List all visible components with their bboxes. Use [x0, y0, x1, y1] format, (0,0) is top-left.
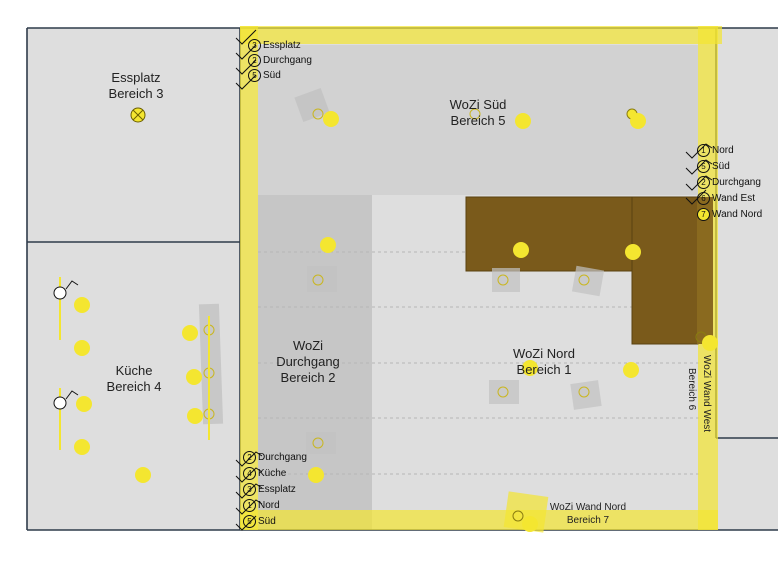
room-area: Bereich 4: [106, 379, 162, 394]
room-area-wozi-wand-west: Bereich 6: [686, 368, 697, 411]
switch-text: Essplatz: [258, 484, 296, 496]
switch-text: Nord: [712, 145, 734, 157]
room-name-line2: Durchgang: [276, 354, 340, 369]
room-label-wozi-durchgang: WoZi Durchgang Bereich 2: [260, 338, 356, 386]
room-name: WoZi Wand Nord: [549, 502, 627, 513]
room-label-wozi-nord: WoZi Nord Bereich 1: [496, 346, 592, 378]
room-label-essplatz: Essplatz Bereich 3: [88, 70, 184, 102]
spot-light-icon: [198, 303, 224, 425]
spot-light-icon: [512, 510, 524, 522]
switch-number: 1: [243, 499, 256, 512]
switch-number: 2: [248, 54, 261, 67]
switch-text: Durchgang: [258, 452, 307, 464]
switch-number: 1: [697, 144, 710, 157]
room-area: Bereich 3: [108, 86, 164, 101]
spot-light-icon: [570, 380, 602, 410]
switch-number: 7: [697, 208, 710, 221]
switch-text: Küche: [258, 468, 287, 480]
room-label-wozi-sued: WoZi Süd Bereich 5: [430, 97, 526, 129]
room-area: Bereich 7: [566, 515, 610, 526]
room-area: Bereich 1: [516, 362, 572, 377]
spot-light-icon: [294, 87, 330, 123]
spot-light-icon: [489, 380, 519, 404]
room-name: Essplatz: [111, 70, 161, 85]
room-label-wozi-wand-nord: WoZi Wand Nord Bereich 7: [536, 501, 640, 527]
room-area: Bereich 2: [280, 370, 336, 385]
switch-text: Süd: [263, 70, 281, 82]
switch-text: Durchgang: [712, 177, 761, 189]
wall-lamp-icon: [53, 277, 210, 450]
spot-light-icon: [492, 268, 520, 292]
switch-text: Süd: [712, 161, 730, 173]
switch-text: Nord: [258, 500, 280, 512]
room-name: Küche: [115, 363, 153, 378]
switch-text: Wand Nord: [712, 209, 763, 221]
spot-light-icon: [571, 265, 605, 297]
room-name: WoZi Süd: [449, 97, 507, 112]
room-name-line1: WoZi: [292, 338, 324, 353]
switch-number: 6: [697, 192, 710, 205]
furniture: [465, 196, 713, 345]
switch-text: Wand Est: [712, 193, 755, 205]
spot-light-icon: [306, 432, 336, 454]
switch-number: 5: [248, 69, 261, 82]
room-area: Bereich 5: [450, 113, 506, 128]
spot-light-icon: [469, 108, 481, 120]
room-name: WoZi Nord: [513, 346, 575, 361]
switch-number: 2: [697, 176, 710, 189]
switch-number: 5: [243, 515, 256, 528]
ceiling-light-icon: [130, 107, 146, 123]
spot-lights: [198, 87, 707, 522]
spot-light-icon: [307, 266, 337, 292]
switch-number: 5: [697, 160, 710, 173]
switch-number: 3: [243, 483, 256, 496]
switch-text: Durchgang: [263, 55, 312, 67]
switch-text: Süd: [258, 516, 276, 528]
switch-number: 2: [243, 451, 256, 464]
room-name-wozi-wand-west: WoZi Wand West: [701, 355, 712, 433]
room-label-kueche: Küche Bereich 4: [86, 363, 182, 395]
switch-number: 4: [243, 467, 256, 480]
switch-text: Essplatz: [263, 40, 301, 52]
switch-number: 3: [248, 39, 261, 52]
light-points: [74, 111, 718, 532]
